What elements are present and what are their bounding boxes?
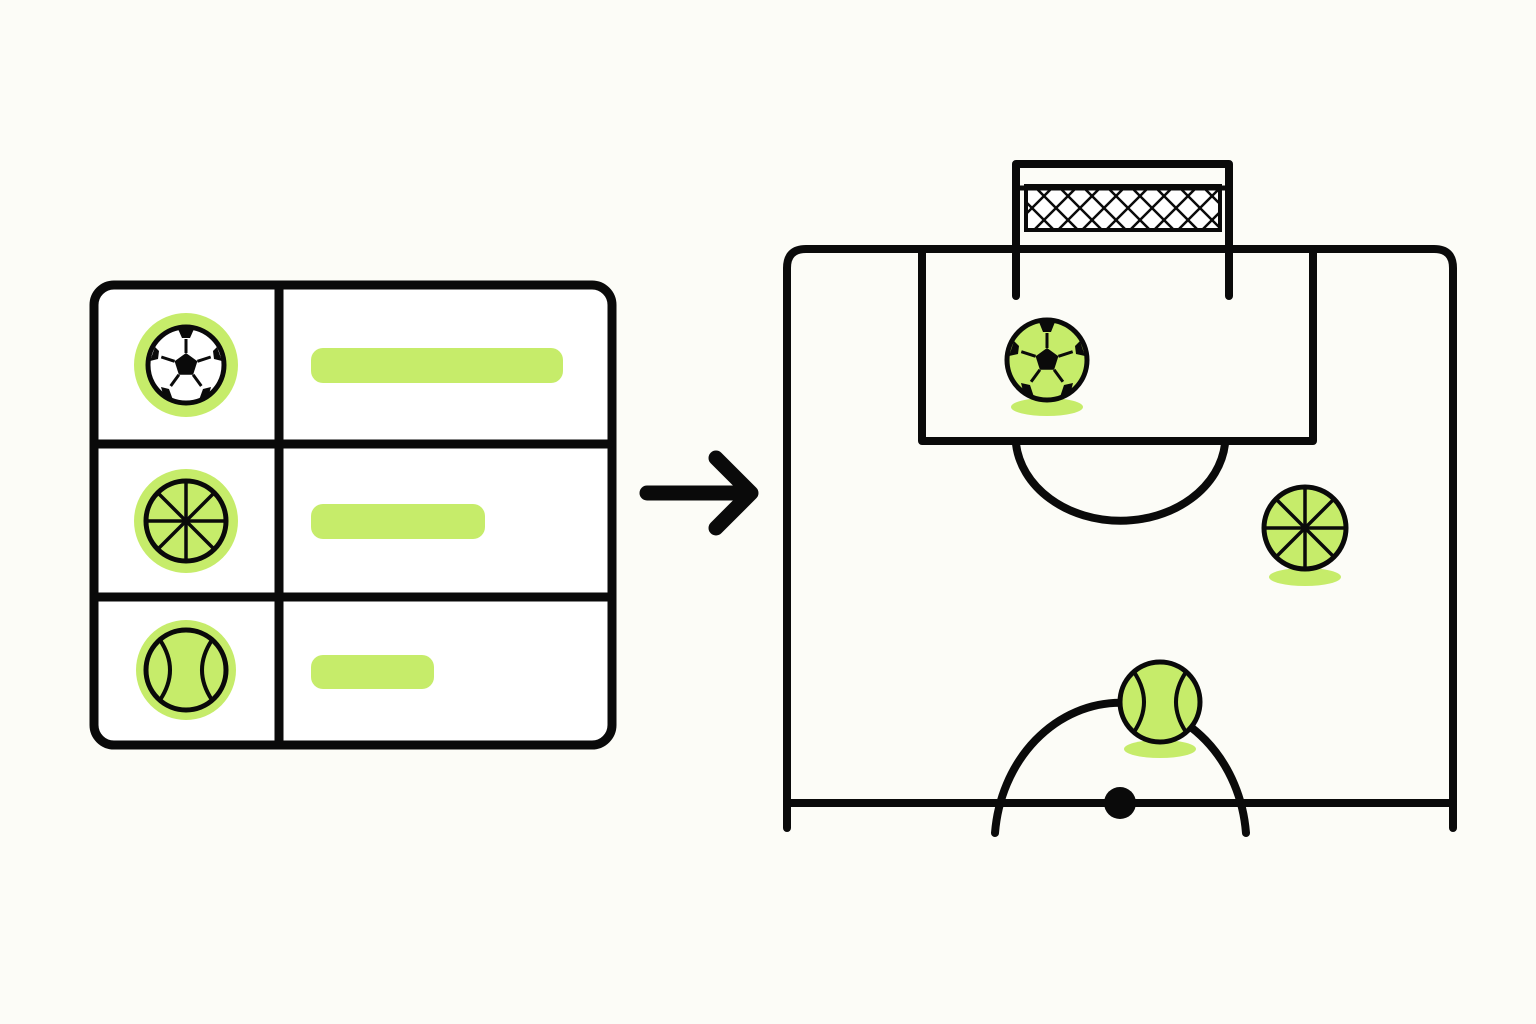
center-spot	[1104, 787, 1136, 819]
legend-bar	[311, 655, 434, 689]
field-boundary	[783, 245, 1457, 832]
penalty-box	[918, 247, 1317, 445]
field-ball-tennis	[1117, 659, 1203, 758]
basketball-icon	[143, 478, 229, 564]
basketball-icon	[1261, 484, 1349, 572]
goal-net-icon	[1012, 160, 1233, 300]
soccer-ball-icon	[1004, 317, 1090, 403]
legend-rows	[134, 313, 563, 720]
legend-row-basketball	[134, 469, 485, 573]
soccer-ball-icon	[145, 324, 227, 406]
legend-row-tennis	[136, 620, 434, 720]
ball-shadow	[1269, 568, 1341, 586]
legend-row-soccer	[134, 313, 563, 417]
tennis-ball-icon	[143, 627, 229, 713]
soccer-field	[783, 245, 1457, 837]
field-ball-soccer	[1004, 317, 1090, 416]
field-ball-basketball	[1261, 484, 1349, 586]
penalty-arc	[1012, 440, 1229, 525]
tennis-ball-icon	[1117, 659, 1203, 745]
ball-shadow	[1124, 740, 1196, 758]
legend-bar	[311, 504, 485, 539]
legend-bar	[311, 348, 563, 383]
arrow-right-icon	[639, 450, 759, 536]
ball-shadow	[1011, 398, 1083, 416]
